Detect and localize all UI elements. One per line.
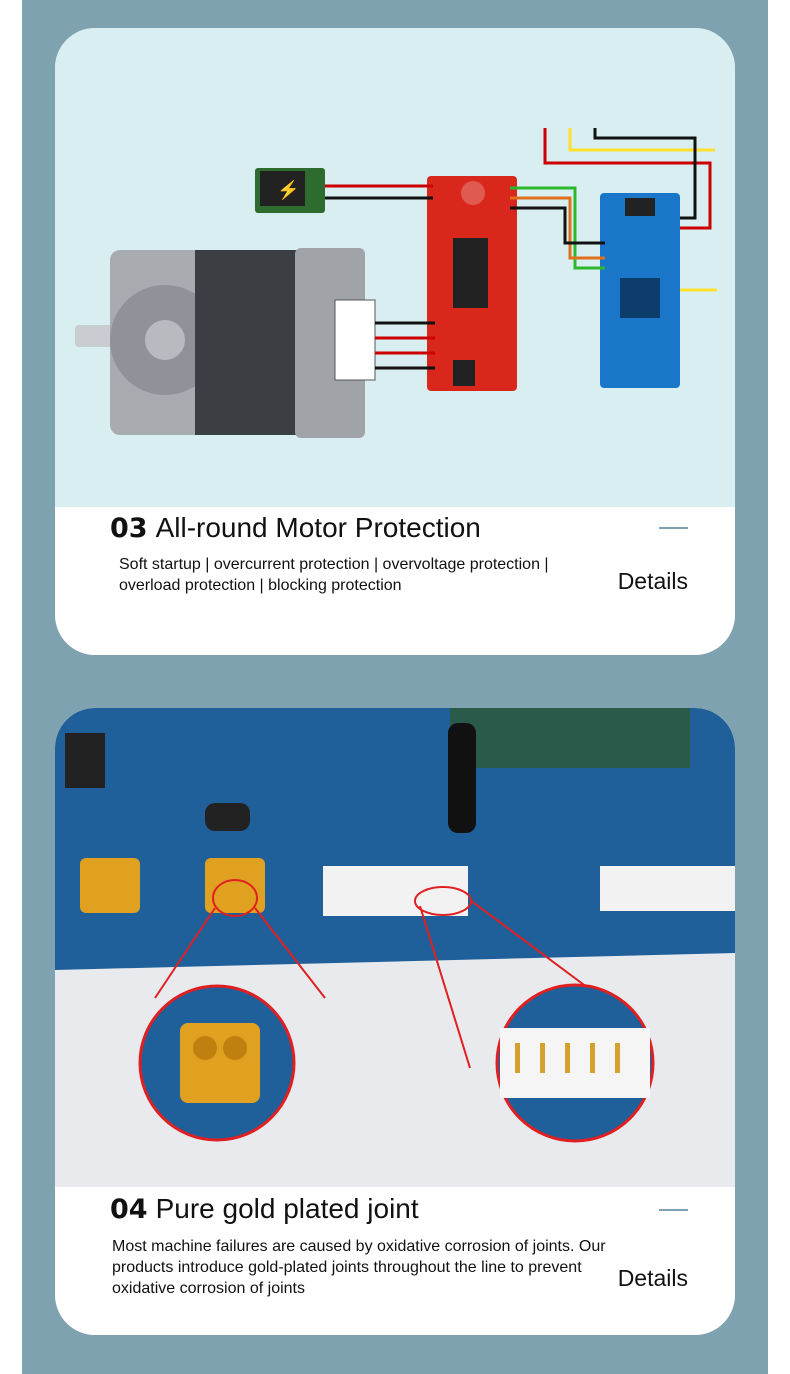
jst-connector: [323, 866, 468, 916]
dash-divider: [659, 1209, 688, 1211]
section-number: 04: [110, 1194, 148, 1225]
svg-text:⚡: ⚡: [277, 179, 299, 201]
jst-connector: [600, 866, 735, 911]
details-link[interactable]: Details: [617, 1265, 688, 1291]
section-description: Most machine failures are caused by oxid…: [112, 1238, 606, 1297]
dash-divider: [659, 527, 688, 529]
xt30-connector: [80, 858, 140, 913]
section-description: Soft startup | overcurrent protection | …: [119, 556, 549, 594]
section-title-text: All-round Motor Protection: [155, 512, 481, 543]
section-number: 03: [110, 513, 148, 544]
wiring-diagram-image: ⚡: [55, 28, 735, 507]
pcb-closeup-image: [55, 708, 735, 1187]
motor-body: [195, 250, 305, 435]
xt30-connector: [205, 858, 265, 913]
section-title-text: Pure gold plated joint: [155, 1193, 419, 1224]
details-link[interactable]: Details: [617, 568, 688, 594]
